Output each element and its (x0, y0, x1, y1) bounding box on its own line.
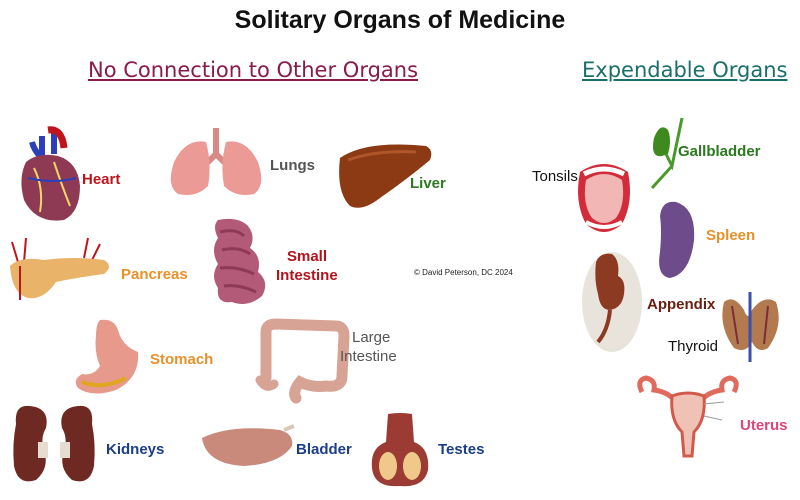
appendix-illustration (582, 252, 642, 352)
thyroid-label: Thyroid (668, 338, 719, 355)
small-intestine-label-line2: Intestine (276, 267, 338, 284)
spleen-illustration (659, 201, 695, 278)
appendix-label: Appendix (647, 296, 716, 313)
testes-label: Testes (438, 441, 485, 458)
stomach-illustration (75, 319, 139, 394)
lungs-label: Lungs (270, 157, 315, 174)
small-intestine-illustration (214, 218, 266, 304)
page-title: Solitary Organs of Medicine (234, 6, 566, 34)
small-intestine-label-line1: Small (287, 248, 328, 265)
section-heading-expendable: Expendable Organs (582, 58, 788, 82)
uterus-illustration (637, 375, 739, 458)
lungs-illustration (170, 128, 262, 195)
thyroid-illustration (722, 292, 779, 362)
heart-label: Heart (82, 171, 121, 188)
heart-illustration (21, 126, 80, 221)
tonsils-illustration (578, 164, 630, 232)
spleen-label: Spleen (706, 227, 756, 244)
stomach-label: Stomach (150, 351, 214, 368)
testes-illustration (371, 413, 429, 487)
kidneys-label: Kidneys (106, 441, 165, 458)
liver-illustration (339, 144, 432, 208)
large-intestine-illustration (255, 318, 350, 404)
large-intestine-label-line2: Intestine (340, 348, 397, 365)
kidneys-illustration (13, 405, 95, 482)
section-heading-no-connection: No Connection to Other Organs (88, 58, 419, 82)
gallbladder-label: Gallbladder (678, 143, 761, 160)
liver-label: Liver (410, 175, 446, 192)
bladder-illustration (202, 424, 295, 466)
pancreas-illustration (10, 237, 109, 300)
copyright-credit: © David Peterson, DC 2024 (414, 268, 513, 277)
pancreas-label: Pancreas (121, 266, 188, 283)
large-intestine-label-line1: Large (352, 329, 391, 346)
uterus-label: Uterus (740, 417, 788, 434)
gallbladder-illustration (650, 117, 684, 190)
bladder-label: Bladder (296, 441, 352, 458)
tonsils-label: Tonsils (532, 168, 578, 185)
